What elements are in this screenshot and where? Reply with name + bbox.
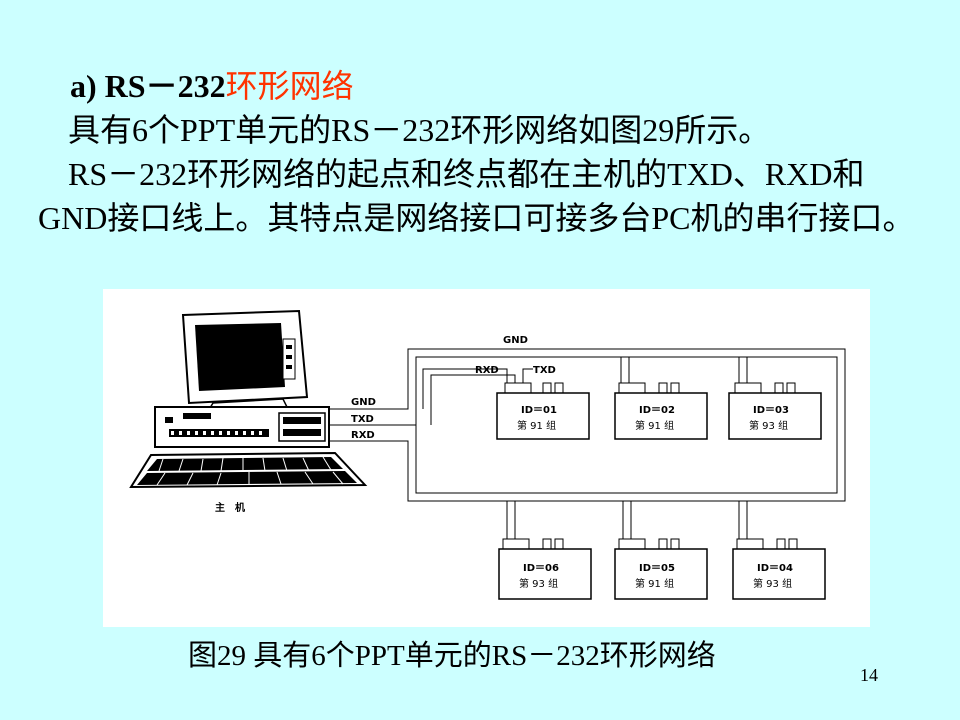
slide-heading: a) RS－232环形网络 (70, 66, 354, 106)
ppt-unit-04: ID＝04 第 93 组 (732, 538, 826, 600)
ring-wiring (381, 348, 846, 541)
unit-id: ID＝02 (639, 405, 675, 416)
ppt-unit-01: ID＝01 第 91 组 (496, 382, 590, 440)
paragraph-intro: 具有6个PPT单元的RS－232环形网络如图29所示。 (68, 112, 771, 148)
unit-group: 第 91 组 (635, 419, 674, 432)
host-signal-lines (329, 408, 381, 442)
page-number: 14 (860, 665, 878, 685)
unit-group: 第 91 组 (635, 577, 674, 590)
ppt-unit-06: ID＝06 第 93 组 (498, 538, 592, 600)
unit-id: ID＝03 (753, 405, 789, 416)
ppt-unit-02: ID＝02 第 91 组 (614, 382, 708, 440)
unit-id: ID＝05 (639, 563, 675, 574)
ppt-unit-03: ID＝03 第 93 组 (728, 382, 822, 440)
unit-group: 第 93 组 (749, 419, 788, 432)
ring-label-txd: TXD (533, 365, 556, 376)
ppt-unit-05: ID＝05 第 91 组 (614, 538, 708, 600)
ring-label-rxd: RXD (475, 365, 499, 376)
host-computer-icon (129, 309, 368, 489)
heading-accent: 环形网络 (225, 68, 354, 104)
unit-id: ID＝06 (523, 563, 559, 574)
ring-label-gnd: GND (503, 335, 528, 346)
unit-group: 第 93 组 (753, 577, 792, 590)
unit-id: ID＝04 (757, 563, 793, 574)
figure-caption: 图29 具有6个PPT单元的RS－232环形网络 (188, 640, 716, 672)
ring-network-diagram: 主 机 GND TXD RXD GND RX (103, 289, 870, 627)
heading-prefix: a) RS－232 (70, 68, 226, 104)
unit-id: ID＝01 (521, 405, 557, 416)
unit-group: 第 93 组 (519, 577, 558, 590)
host-signal-gnd: GND (351, 397, 376, 408)
paragraph-description: RS－232环形网络的起点和终点都在主机的TXD、RXD和GND接口线上。其特点… (38, 156, 915, 236)
monitor-screen (195, 323, 285, 391)
host-label: 主 机 (215, 501, 245, 514)
host-signal-txd: TXD (351, 414, 374, 425)
host-signal-rxd: RXD (351, 430, 375, 441)
unit-group: 第 91 组 (517, 419, 556, 432)
